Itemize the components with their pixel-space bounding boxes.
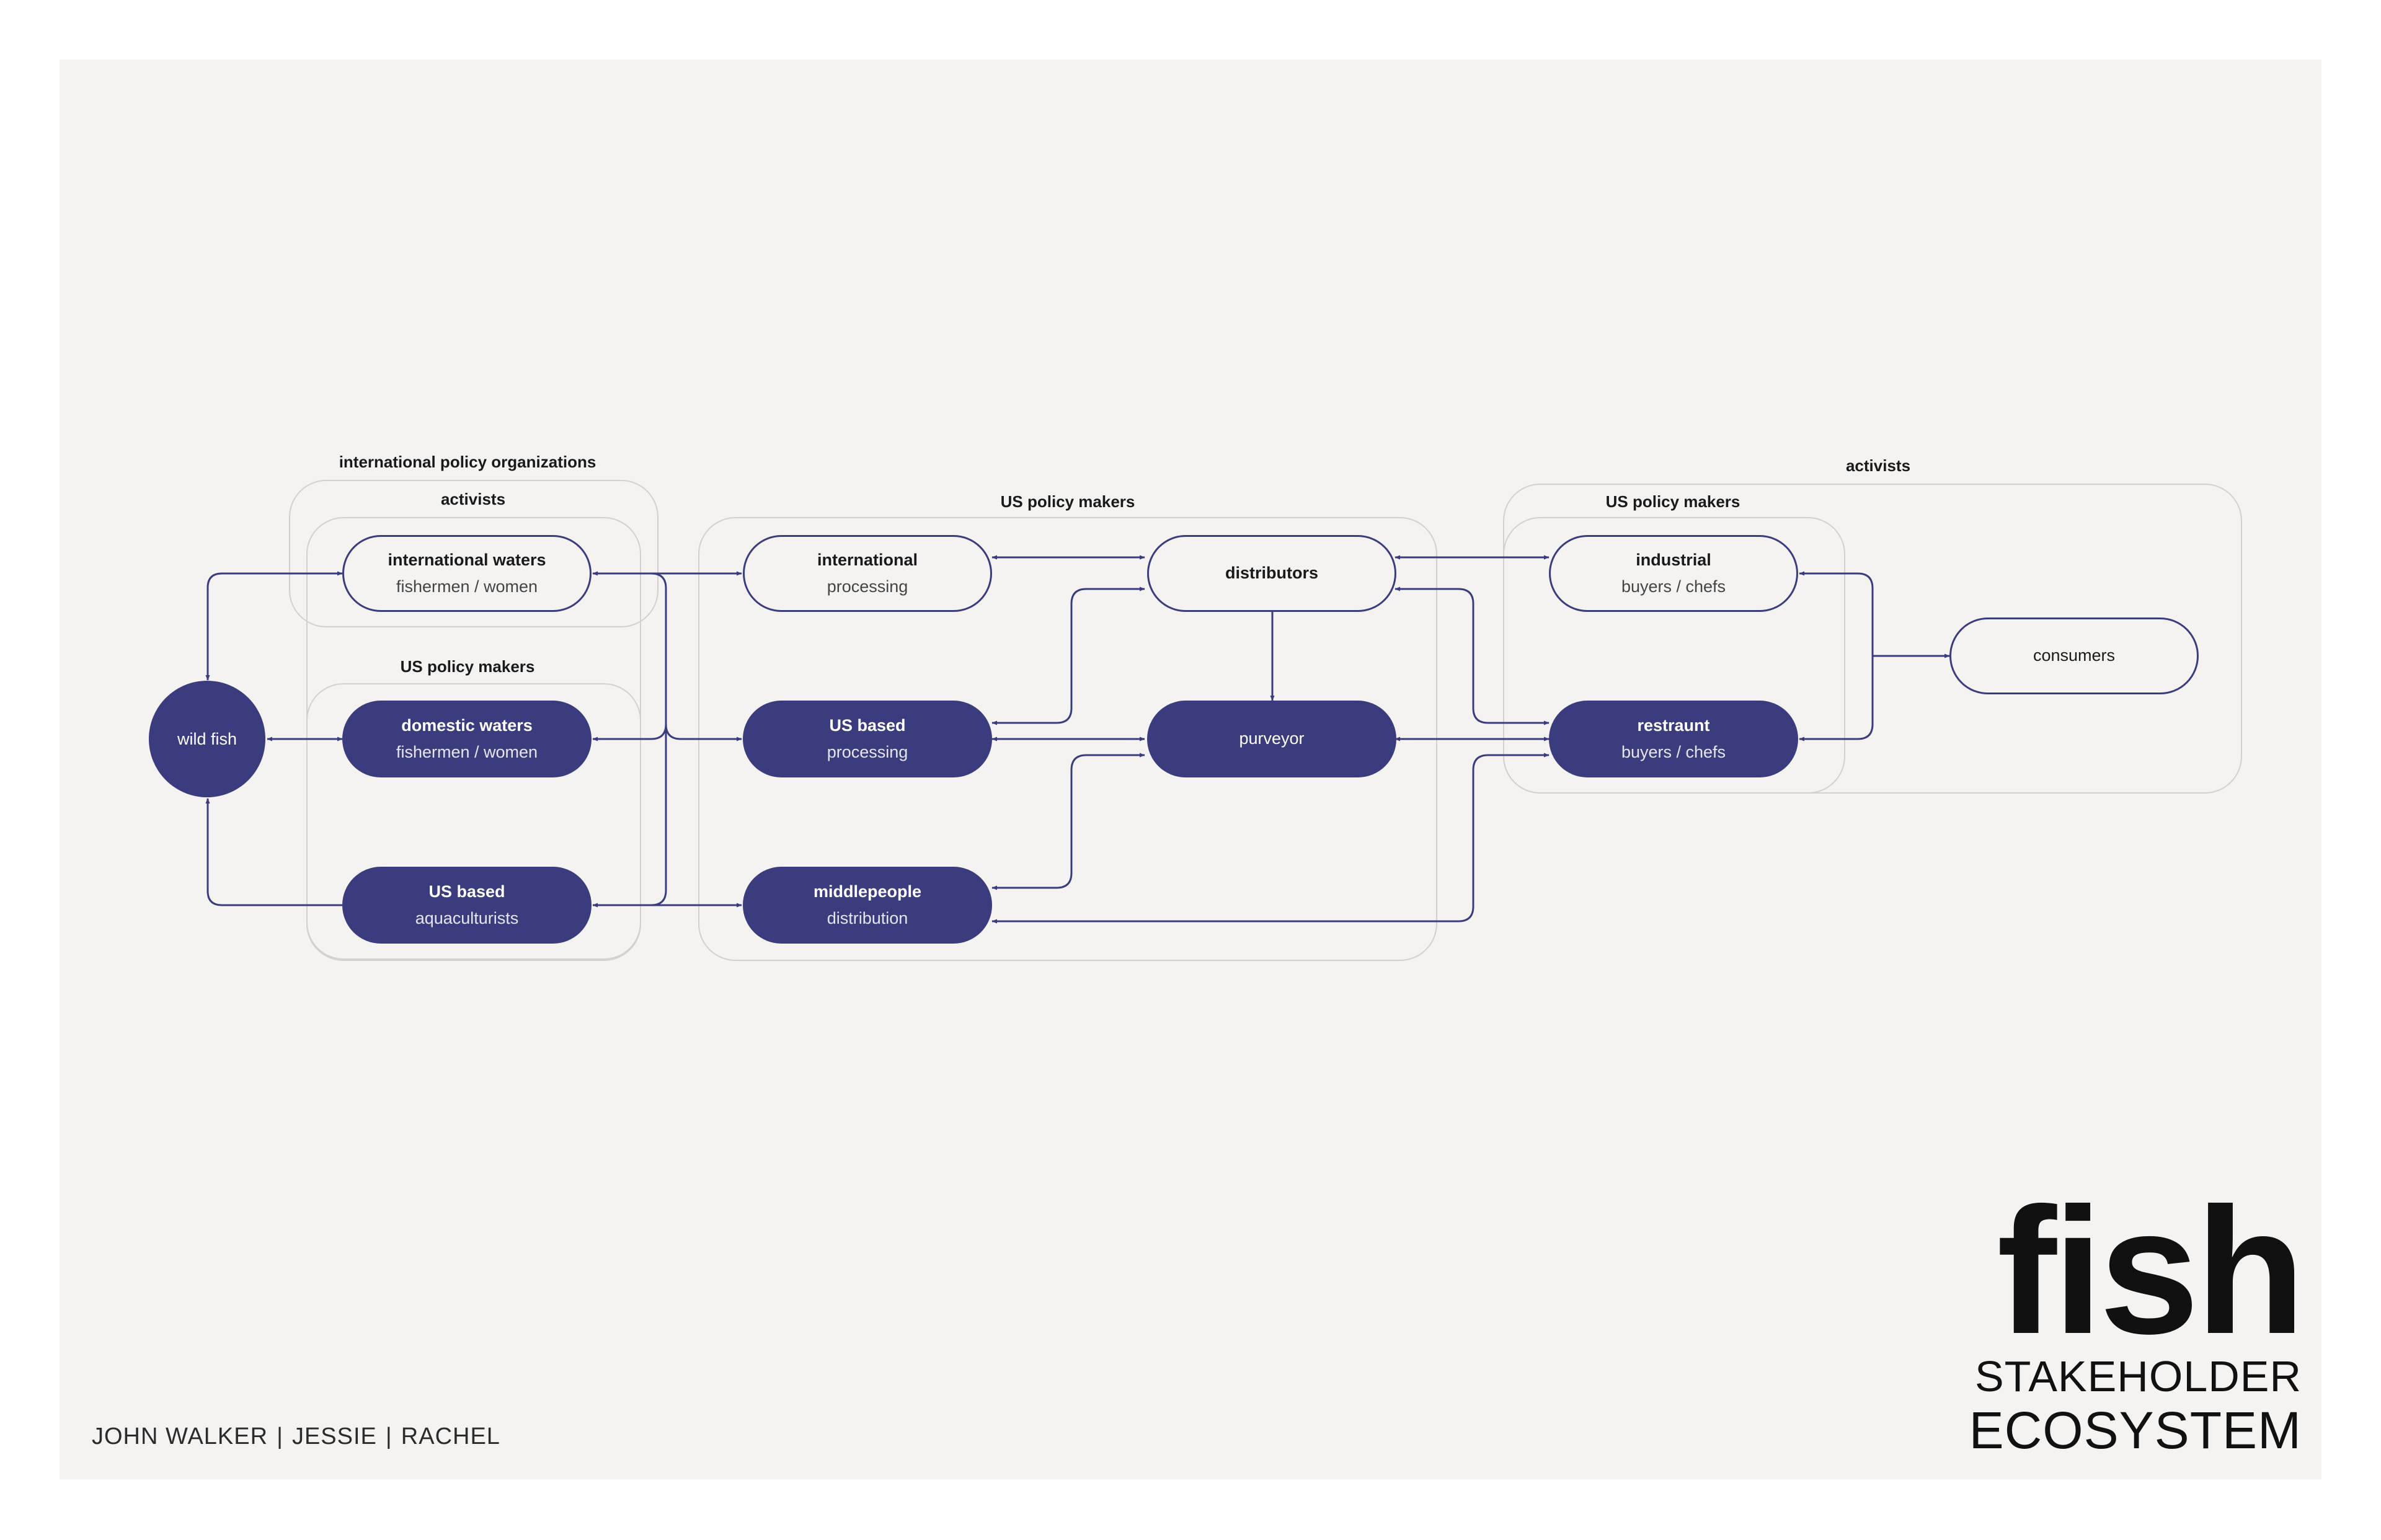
link-middle-restraunt: [991, 753, 1550, 924]
node-consumers: consumers: [1949, 617, 2199, 694]
node-title: purveyor: [1239, 729, 1305, 748]
node-subtitle: buyers / chefs: [1621, 577, 1726, 596]
node-title: consumers: [2033, 646, 2116, 665]
node-subtitle: aquaculturists: [415, 909, 519, 927]
node-title: domestic waters: [401, 715, 533, 735]
node-subtitle: processing: [827, 743, 908, 761]
node-industrial: industrial buyers / chefs: [1549, 535, 1798, 612]
node-us-processing: US based processing: [743, 701, 992, 777]
group-label-activists-market: activists: [1845, 456, 1911, 475]
link-domestic-bus: [592, 724, 667, 741]
brand-subtitle-line2: ECOSYSTEM: [1969, 1401, 2302, 1459]
node-restraunt: restraunt buyers / chefs: [1549, 701, 1798, 777]
link-usproc-distributors: [991, 586, 1145, 725]
group-label-intl-policy-orgs: international policy organizations: [339, 453, 596, 471]
node-subtitle: fishermen / women: [396, 577, 538, 596]
credit-name: JESSIE: [291, 1423, 377, 1449]
link-industrial-consumers: [1799, 571, 1874, 741]
node-title: restraunt: [1637, 715, 1710, 735]
credits: JOHN WALKER|JESSIE|RACHEL: [92, 1423, 500, 1449]
group-us-policy-fishing: [306, 683, 641, 960]
node-title: middlepeople: [813, 882, 922, 901]
link-middle-purveyor: [991, 753, 1145, 890]
node-subtitle: processing: [827, 577, 908, 596]
node-subtitle: fishermen / women: [396, 743, 538, 761]
link-aqua-wildfish: [205, 798, 342, 906]
node-us-aquaculturists: US based aquaculturists: [342, 867, 592, 944]
credit-name: RACHEL: [401, 1423, 500, 1449]
node-distributors: distributors: [1147, 535, 1396, 612]
node-title: distributors: [1225, 564, 1318, 583]
node-wild-fish-label: wild fish: [177, 729, 237, 748]
link-distributors-restraunt: [1394, 586, 1550, 725]
node-international-processing: international processing: [743, 535, 992, 612]
node-title: international waters: [388, 550, 546, 569]
node-title: US based: [829, 715, 906, 735]
link-wildfish-intlwaters: [205, 571, 343, 681]
node-title: industrial: [1636, 550, 1711, 569]
node-purveyor: purveyor: [1147, 701, 1396, 777]
credit-name: JOHN WALKER: [92, 1423, 268, 1449]
node-domestic-waters: domestic waters fishermen / women: [342, 701, 592, 777]
node-subtitle: buyers / chefs: [1621, 743, 1726, 761]
node-international-waters: international waters fishermen / women: [342, 535, 592, 612]
group-intl-policy-orgs: [289, 480, 658, 627]
group-label-us-policy-processing: US policy makers: [1000, 492, 1135, 511]
node-title: international: [817, 550, 918, 569]
group-label-us-policy-fishing: US policy makers: [400, 657, 535, 676]
link-bus-domestic-right: [665, 724, 742, 741]
node-title: US based: [428, 882, 505, 901]
node-wild-fish: wild fish: [149, 681, 265, 797]
brand-title: fish: [1997, 1170, 2305, 1371]
group-label-activists-intl: activists: [440, 490, 506, 508]
brand-subtitle-line1: STAKEHOLDER: [1974, 1352, 2302, 1401]
node-subtitle: distribution: [827, 909, 908, 927]
node-middlepeople: middlepeople distribution: [743, 867, 992, 944]
group-label-us-policy-market: US policy makers: [1605, 492, 1740, 511]
